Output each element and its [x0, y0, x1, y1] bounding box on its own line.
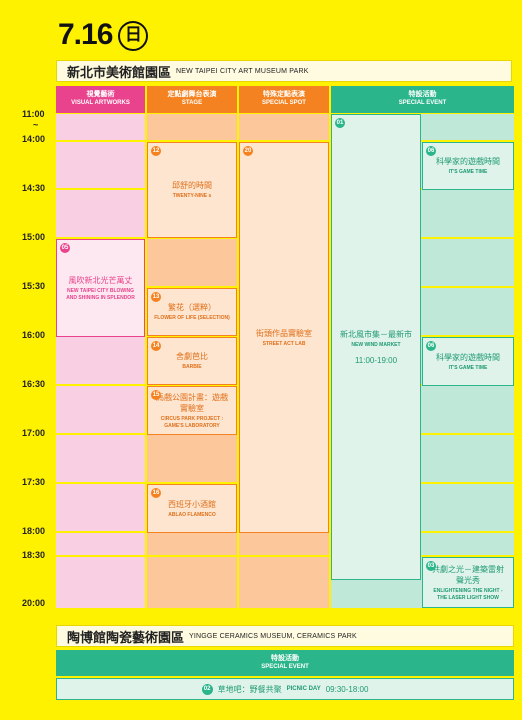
event-card[interactable]: 01 新北風市集－最新市 NEW WIND MARKET 11:00-19:00	[331, 114, 421, 580]
event-card[interactable]: 12 邱舒的時間 TWENTY-NINE s	[147, 142, 237, 238]
time-label: 20:00	[22, 598, 46, 608]
event-title-zh: 西班牙小酒館	[168, 499, 216, 509]
venue-name-en: NEW TAIPEI CITY ART MUSEUM PARK	[176, 67, 309, 75]
venue2-name-en: YINGGE CERAMICS MUSEUM, CERAMICS PARK	[189, 632, 357, 640]
event-title-en: STREET ACT LAB	[262, 340, 306, 347]
event-title-en: TWENTY-NINE s	[172, 193, 212, 200]
event-title-zh: 科學家的遊戲時間	[436, 352, 500, 362]
venue-band: 新北市美術館園區 NEW TAIPEI CITY ART MUSEUM PARK	[56, 60, 512, 82]
event-card[interactable]: 06 科學家的遊戲時間 IT'S GAME TIME	[422, 142, 514, 190]
event-card[interactable]: 14 舍劇芭比 BARBIE	[147, 337, 237, 385]
event-card[interactable]: 13 繁花（選粹） FLOWER OF LIFE (SELECTION)	[147, 288, 237, 336]
visual-column	[56, 114, 145, 608]
column-header-spot: 特殊定點表演 SPECIAL SPOT	[239, 86, 329, 113]
row-divider	[56, 555, 514, 557]
event-card[interactable]: 20 街頭作品實驗室 STREET ACT LAB	[239, 142, 329, 533]
column-header-en: STAGE	[181, 100, 203, 107]
event-title-zh: 舍劇芭比	[176, 352, 208, 362]
column-header-zh: 特殊定點表演	[263, 91, 305, 99]
column-header-zh: 定點劇舞台表演	[167, 91, 217, 99]
time-label: 17:00	[22, 428, 46, 438]
event-title-zh: 共劇之光－建築雷射聲光秀	[432, 564, 504, 585]
event-title-en: IT'S GAME TIME	[448, 169, 488, 176]
event-title-en: FLOWER OF LIFE (SELECTION)	[154, 315, 230, 322]
time-label: 16:30	[22, 379, 46, 389]
event-number: 14	[151, 341, 161, 351]
time-label: 15:30	[22, 281, 46, 291]
column-header-visual: 視覺藝術 VISUAL ARTWORKS	[56, 86, 145, 113]
event-title-zh: 邱舒的時間	[172, 181, 212, 191]
time-label: 14:30	[22, 183, 46, 193]
time-label: 15:00	[22, 232, 46, 242]
event-number: 01	[335, 118, 345, 128]
event-title-en: CIRCUS PARK PROJECT : GAME'S LABORATORY	[160, 415, 224, 429]
event-number: 16	[151, 488, 161, 498]
event-title-en: ENLIGHTENING THE NIGHT - THE LASER LIGHT…	[433, 587, 503, 601]
column-header-zh: 特設活動	[408, 91, 437, 99]
event-number: 13	[151, 292, 161, 302]
time-label: 11:00	[22, 109, 45, 119]
event-card[interactable]: 06 科學家的遊戲時間 IT'S GAME TIME	[422, 337, 514, 386]
column-header-special: 特設活動 SPECIAL EVENT	[331, 86, 514, 113]
event-number: 02	[201, 683, 213, 695]
event-number: 06	[426, 146, 436, 156]
event-number: 06	[426, 341, 436, 351]
time-label: 18:30	[22, 550, 46, 560]
special-event-header: 特設活動 SPECIAL EVENT	[56, 650, 514, 676]
event-number: 05	[60, 243, 70, 253]
time-label: 14:00	[22, 134, 46, 144]
event-title-en: PICNIC DAY	[286, 686, 321, 692]
event-title-zh: 新北風市集－最新市	[340, 329, 412, 339]
event-card[interactable]: 03 共劇之光－建築雷射聲光秀 ENLIGHTENING THE NIGHT -…	[422, 557, 514, 608]
column-header-zh: 特設活動	[271, 654, 299, 662]
event-title-en: NEW TAIPEI CITY BLOWING AND SHINING IN S…	[66, 287, 135, 301]
event-title-zh: 風吹新北光芒萬丈	[68, 275, 133, 285]
event-time: 11:00-19:00	[354, 356, 398, 366]
event-title-zh: 草地吧：野餐共聚	[217, 684, 282, 694]
column-header-en: SPECIAL EVENT	[398, 100, 447, 107]
column-header-stage: 定點劇舞台表演 STAGE	[147, 86, 237, 113]
time-label: ~	[33, 120, 39, 130]
event-number: 12	[151, 146, 161, 156]
event-card[interactable]: 02 草地吧：野餐共聚 PICNIC DAY 09:30-18:00	[56, 678, 514, 700]
event-title-en: NEW WIND MARKET	[351, 341, 401, 348]
column-header-en: SPECIAL SPOT	[262, 100, 306, 107]
column-header-en: SPECIAL EVENT	[261, 663, 309, 670]
event-title-en: IT'S GAME TIME	[448, 364, 488, 371]
column-header-en: VISUAL ARTWORKS	[71, 100, 130, 107]
event-card[interactable]: 15 馬戲公園計畫：遊戲實驗室 CIRCUS PARK PROJECT : GA…	[147, 386, 237, 435]
event-title-zh: 科學家的遊戲時間	[436, 157, 500, 167]
date-text: 7.16	[58, 18, 113, 51]
event-title-zh: 繁花（選粹）	[168, 303, 216, 313]
event-card[interactable]: 16 西班牙小酒館 ABLAO FLAMENCO	[147, 484, 237, 533]
weekday-badge: 日	[118, 21, 149, 51]
event-number: 03	[426, 561, 436, 571]
time-label: 18:00	[22, 526, 46, 536]
event-title-en: BARBIE	[182, 364, 202, 371]
venue-band-2: 陶博館陶瓷藝術園區 YINGGE CERAMICS MUSEUM, CERAMI…	[56, 625, 514, 647]
event-number: 20	[243, 146, 253, 156]
row-divider	[56, 140, 514, 142]
event-title-zh: 馬戲公園計畫：遊戲實驗室	[156, 392, 228, 413]
event-title-en: ABLAO FLAMENCO	[168, 511, 216, 518]
venue2-name-zh: 陶博館陶瓷藝術園區	[67, 629, 185, 645]
time-label: 17:30	[22, 477, 46, 487]
venue-name-zh: 新北市美術館園區	[67, 64, 172, 80]
time-label: 16:00	[22, 330, 46, 340]
event-number: 15	[151, 390, 161, 400]
column-header-zh: 視覺藝術	[86, 91, 115, 99]
event-time: 09:30-18:00	[325, 684, 369, 694]
event-card[interactable]: 05 風吹新北光芒萬丈 NEW TAIPEI CITY BLOWING AND …	[56, 239, 145, 337]
event-title-zh: 街頭作品實驗室	[256, 328, 312, 338]
